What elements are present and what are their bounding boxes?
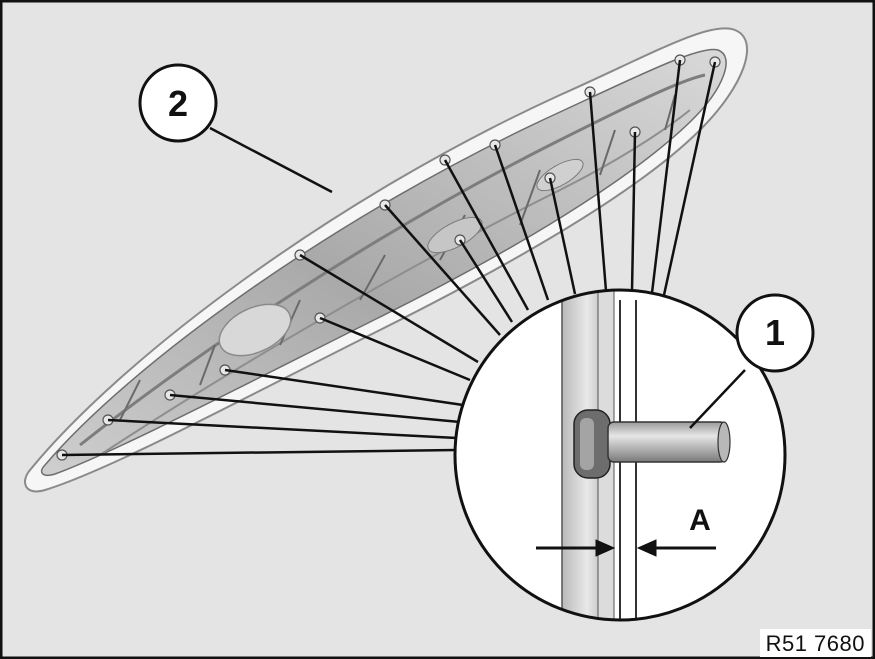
callout-1: 1 [689, 293, 815, 429]
detail-magnifier [453, 288, 787, 622]
callout-2: 2 [138, 63, 333, 194]
callout-2-label: 2 [168, 83, 188, 124]
callout-1-label: 1 [765, 312, 785, 353]
trim-panel [24, 27, 749, 493]
dimension-a-arrows [536, 539, 716, 557]
dimension-a-label: A [689, 504, 711, 537]
reference-code: R51 7680 [759, 629, 871, 657]
clip-leader-lines [61, 59, 717, 457]
